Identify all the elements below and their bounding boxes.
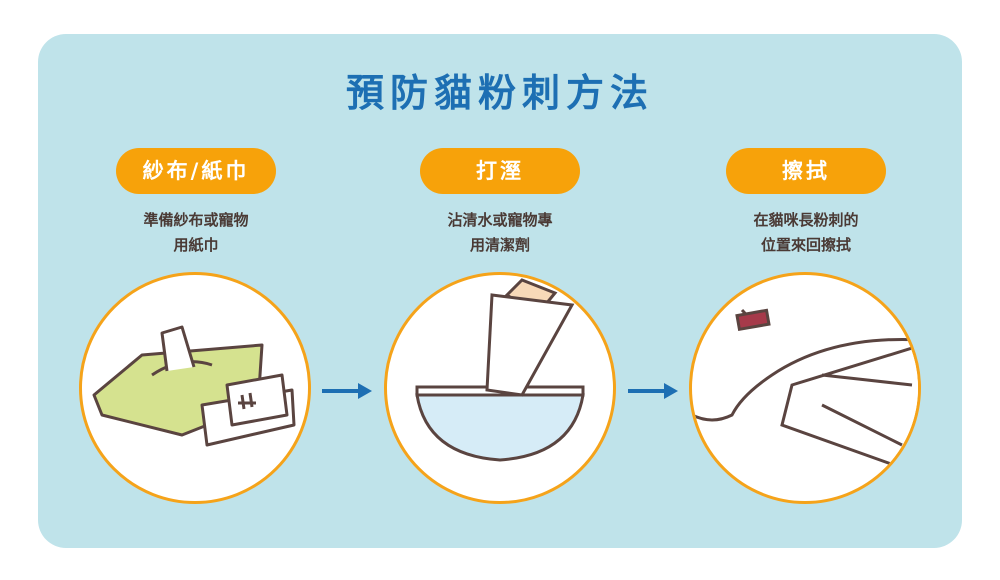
desc-line: 準備紗布或寵物 [143, 211, 249, 229]
arrow-right-icon [628, 383, 678, 399]
desc-line: 用清潔劑 [469, 236, 530, 254]
desc-line: 在貓咪長粉刺的 [753, 211, 859, 229]
step-2-label: 打溼 [420, 148, 580, 194]
step-3: 擦拭 在貓咪長粉刺的位置來回擦拭 [686, 148, 926, 258]
step-1-label: 紗布/紙巾 [116, 148, 276, 194]
desc-line: 用紙巾 [173, 236, 219, 254]
step-1: 紗布/紙巾 準備紗布或寵物用紙巾 [76, 148, 316, 258]
desc-line: 位置來回擦拭 [760, 236, 851, 254]
step-3-desc: 在貓咪長粉刺的位置來回擦拭 [686, 208, 926, 258]
arrow-right-icon [322, 383, 372, 399]
step-1-desc: 準備紗布或寵物用紙巾 [76, 208, 316, 258]
page-title: 預防貓粉刺方法 [345, 71, 654, 115]
step-2: 打溼 沾清水或寵物專用清潔劑 [380, 148, 620, 258]
wipe-cat-chin-icon [689, 272, 921, 504]
desc-line: 沾清水或寵物專 [447, 211, 553, 229]
step-2-desc: 沾清水或寵物專用清潔劑 [380, 208, 620, 258]
step-3-label: 擦拭 [726, 148, 886, 194]
dip-bowl-icon [384, 272, 616, 504]
wet-wipes-icon [79, 272, 311, 504]
